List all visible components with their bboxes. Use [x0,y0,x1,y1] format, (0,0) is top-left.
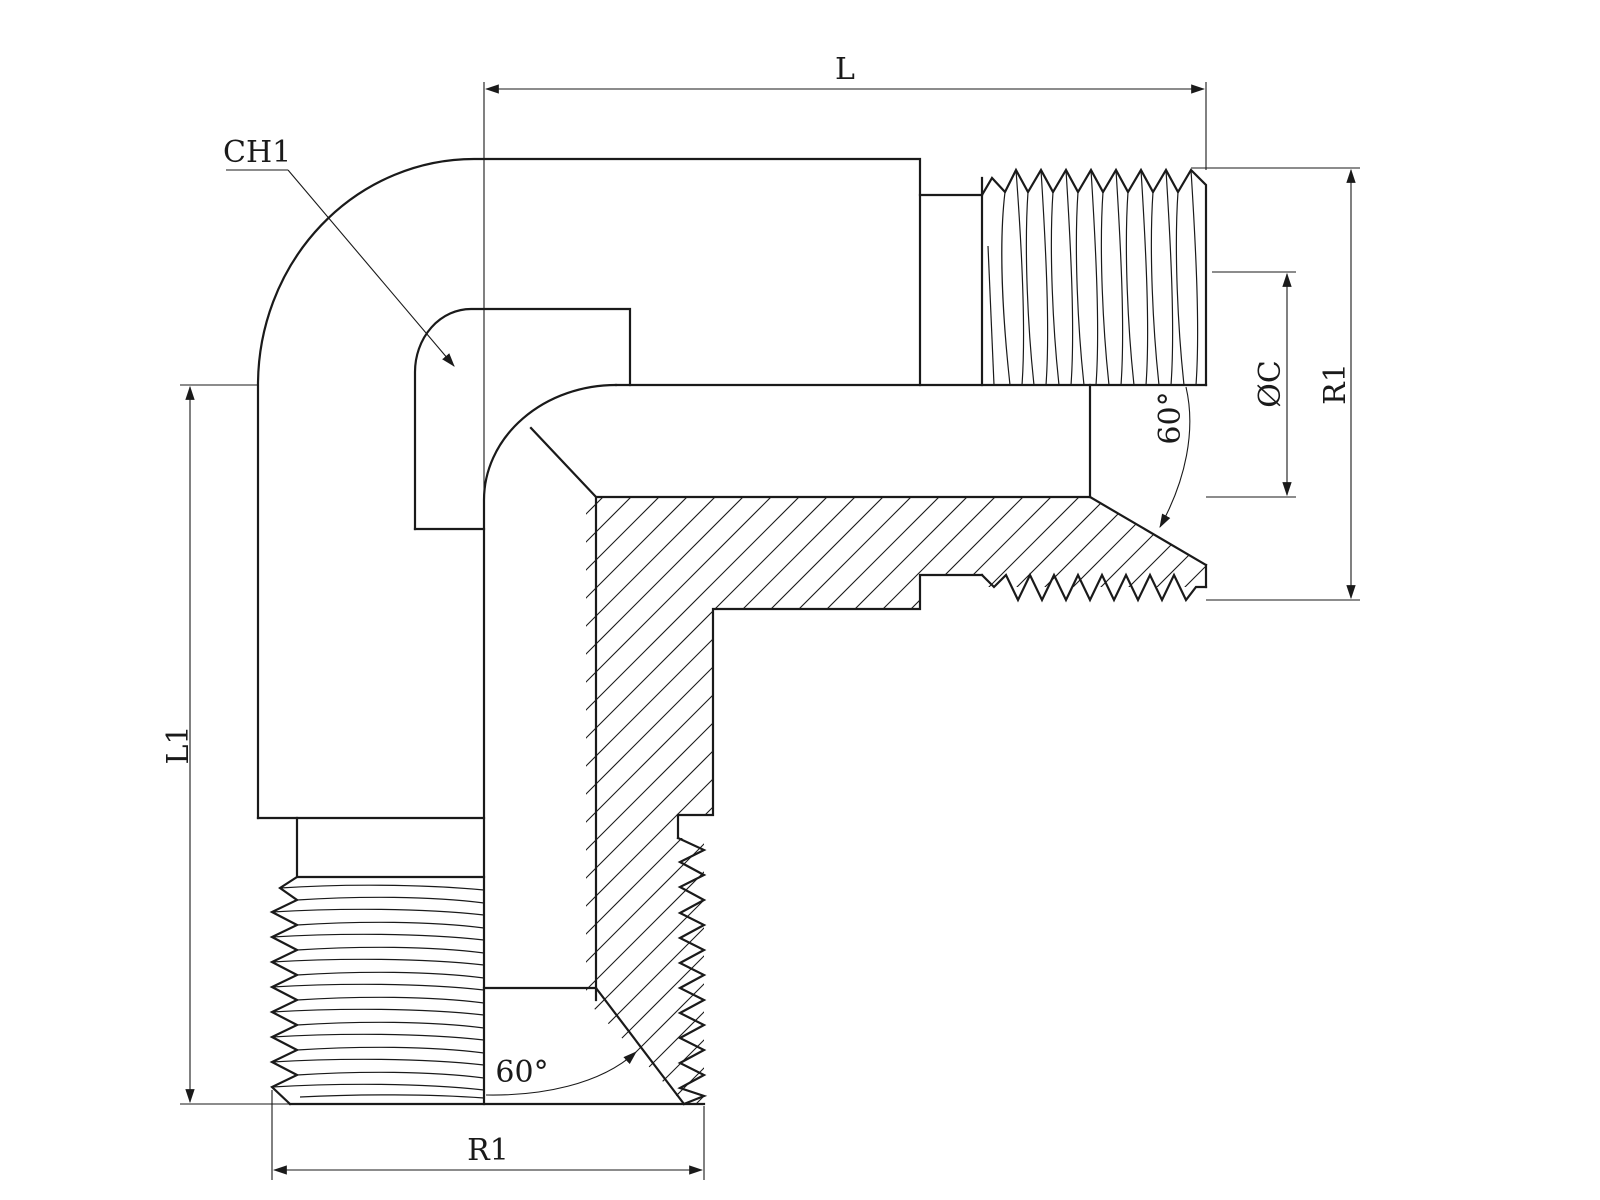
hatch-line [586,497,1206,1104]
hatch-line [1103,497,1206,1104]
angle-60-right: 60° [1153,386,1191,529]
hatch-line [1300,200,1600,1200]
hatch-line [1580,200,1600,1200]
hatch-line [1244,200,1600,1200]
hatch-line [586,497,1206,1104]
hatch-line [879,497,1206,1104]
hatch-line [935,497,1206,1104]
hatch-line [823,497,1206,1104]
label-dia-c: ØC [1253,360,1288,408]
hatch-line [586,497,1206,1104]
hatch-line [851,497,1206,1104]
hatch-line [963,497,1206,1104]
hatch-line [586,497,1206,1104]
hatch-line [586,497,957,1104]
label-angle-right: 60° [1153,391,1188,444]
fitting-body-outline [256,157,1208,820]
dimension-l1: L1 [161,384,290,1105]
hatch-line [739,497,1206,1104]
hatch-line [1019,497,1206,1104]
hatch-line [1131,497,1206,1104]
label-r1-bottom: R1 [467,1133,509,1168]
hatch-line [991,497,1206,1104]
label-l1: L1 [161,725,196,764]
hatch-line [586,497,1206,1104]
hatch-line [586,497,985,1104]
hatch-line [1075,497,1206,1104]
dimension-dia-c: ØC [1206,271,1296,498]
hatch-line [586,497,1206,1104]
dimension-ch1: CH1 [223,135,455,367]
dimension-r1-right: R1 [1191,167,1360,601]
hatch-line [1412,200,1600,1200]
hatch-line [1468,200,1600,1200]
hatch-line [1159,497,1206,1104]
hatch-line [683,497,1206,1104]
hatch-line [795,497,1206,1104]
inner-bore [288,383,1208,1106]
hatch-line [586,497,1206,1104]
hatch-line [1216,200,1600,1200]
hatch-line [1524,200,1600,1200]
dimension-l: L [483,52,1207,529]
hatch-line [586,497,1069,1104]
hatch-line [586,497,1013,1104]
hatch-line [1328,200,1600,1200]
hatch-line [1356,200,1600,1200]
hatch-line [1552,200,1600,1200]
angle-60-bottom: 60° [485,1051,637,1096]
hatch-line [586,497,1206,1104]
hatch-line [627,497,1206,1104]
right-spigot-thread [918,167,1208,387]
hatch-line [1187,497,1206,1104]
hatch-line [1272,200,1600,1200]
dimension-r1-bottom: R1 [271,1090,705,1180]
hatch-line [586,497,1206,1104]
hatch-line [767,497,1206,1104]
label-ch1: CH1 [223,135,291,170]
hatch-line [599,497,1206,1104]
hatch-line [586,497,1206,1104]
hatch-line [586,497,1097,1104]
label-l: L [835,52,855,87]
section-hatching [586,200,1600,1200]
hatch-line [655,497,1206,1104]
hatch-line [586,497,1181,1104]
hatch-line [586,497,1206,1104]
hatch-line [1440,200,1600,1200]
hatch-line [586,497,1125,1104]
label-r1-right: R1 [1318,363,1353,405]
label-angle-bottom: 60° [495,1055,548,1090]
hatch-line [1384,200,1600,1200]
hatch-line [586,497,929,1104]
hatch-line [586,497,1206,1104]
hatch-line [586,497,1153,1104]
bottom-spigot-thread [269,816,486,1106]
hatch-line [586,497,1206,1104]
hatch-line [1496,200,1600,1200]
hatch-line [907,497,1206,1104]
